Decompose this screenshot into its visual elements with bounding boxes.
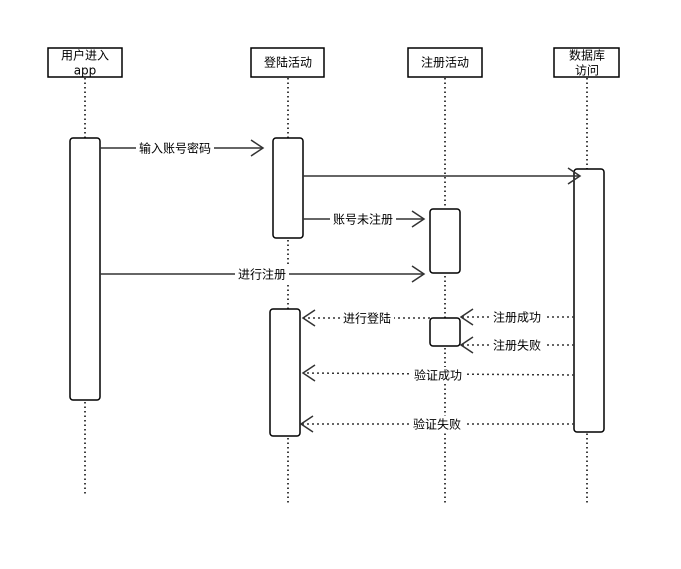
arrow-left-icon (301, 364, 316, 382)
participant-user: 用户进入 app (47, 47, 123, 78)
message-do-register: 进行注册 (100, 265, 426, 283)
message-label: 验证失败 (413, 417, 461, 432)
message-label: 账号未注册 (333, 212, 393, 227)
message-label: 注册成功 (493, 310, 541, 325)
arrow-left-icon (459, 308, 474, 326)
message-label: 注册失败 (493, 338, 541, 353)
participant-db-label-1: 数据库 (569, 48, 605, 63)
message-verify-success: 验证成功 (301, 364, 575, 383)
participant-db-label-2: 访问 (575, 64, 599, 78)
message-verify-failed: 验证失败 (299, 415, 574, 433)
message-input-credentials: 输入账号密码 (100, 139, 265, 157)
message-register-success: 注册成功 (459, 308, 574, 326)
activation-login-2 (269, 308, 301, 437)
message-label: 验证成功 (414, 368, 462, 383)
arrow-right-icon (411, 265, 426, 283)
participant-db: 数据库 访问 (553, 47, 620, 78)
message-label: 输入账号密码 (139, 141, 211, 156)
activation-login-1 (272, 137, 304, 239)
participant-register-label: 注册活动 (421, 55, 469, 70)
message-account-not-registered: 账号未注册 (303, 210, 426, 228)
participant-login-label: 登陆活动 (264, 55, 312, 70)
message-do-login: 进行登陆 (301, 309, 430, 327)
activation-db (573, 168, 605, 433)
arrow-left-icon (459, 336, 474, 354)
participant-register: 注册活动 (407, 47, 483, 78)
activation-register-2 (429, 317, 461, 347)
participant-login: 登陆活动 (250, 47, 325, 78)
arrow-right-icon (250, 139, 265, 157)
arrow-left-icon (301, 309, 316, 327)
participant-user-label-2: app (74, 64, 97, 78)
message-label: 进行登陆 (343, 311, 391, 326)
arrow-left-icon (299, 415, 314, 433)
arrow-right-icon (567, 167, 582, 185)
participant-user-label-1: 用户进入 (61, 48, 109, 63)
activation-register-1 (429, 208, 461, 274)
activation-user (69, 137, 101, 401)
message-register-failed: 注册失败 (459, 336, 574, 354)
arrow-right-icon (411, 210, 426, 228)
message-label: 进行注册 (238, 267, 286, 282)
message-query-db (303, 167, 582, 185)
